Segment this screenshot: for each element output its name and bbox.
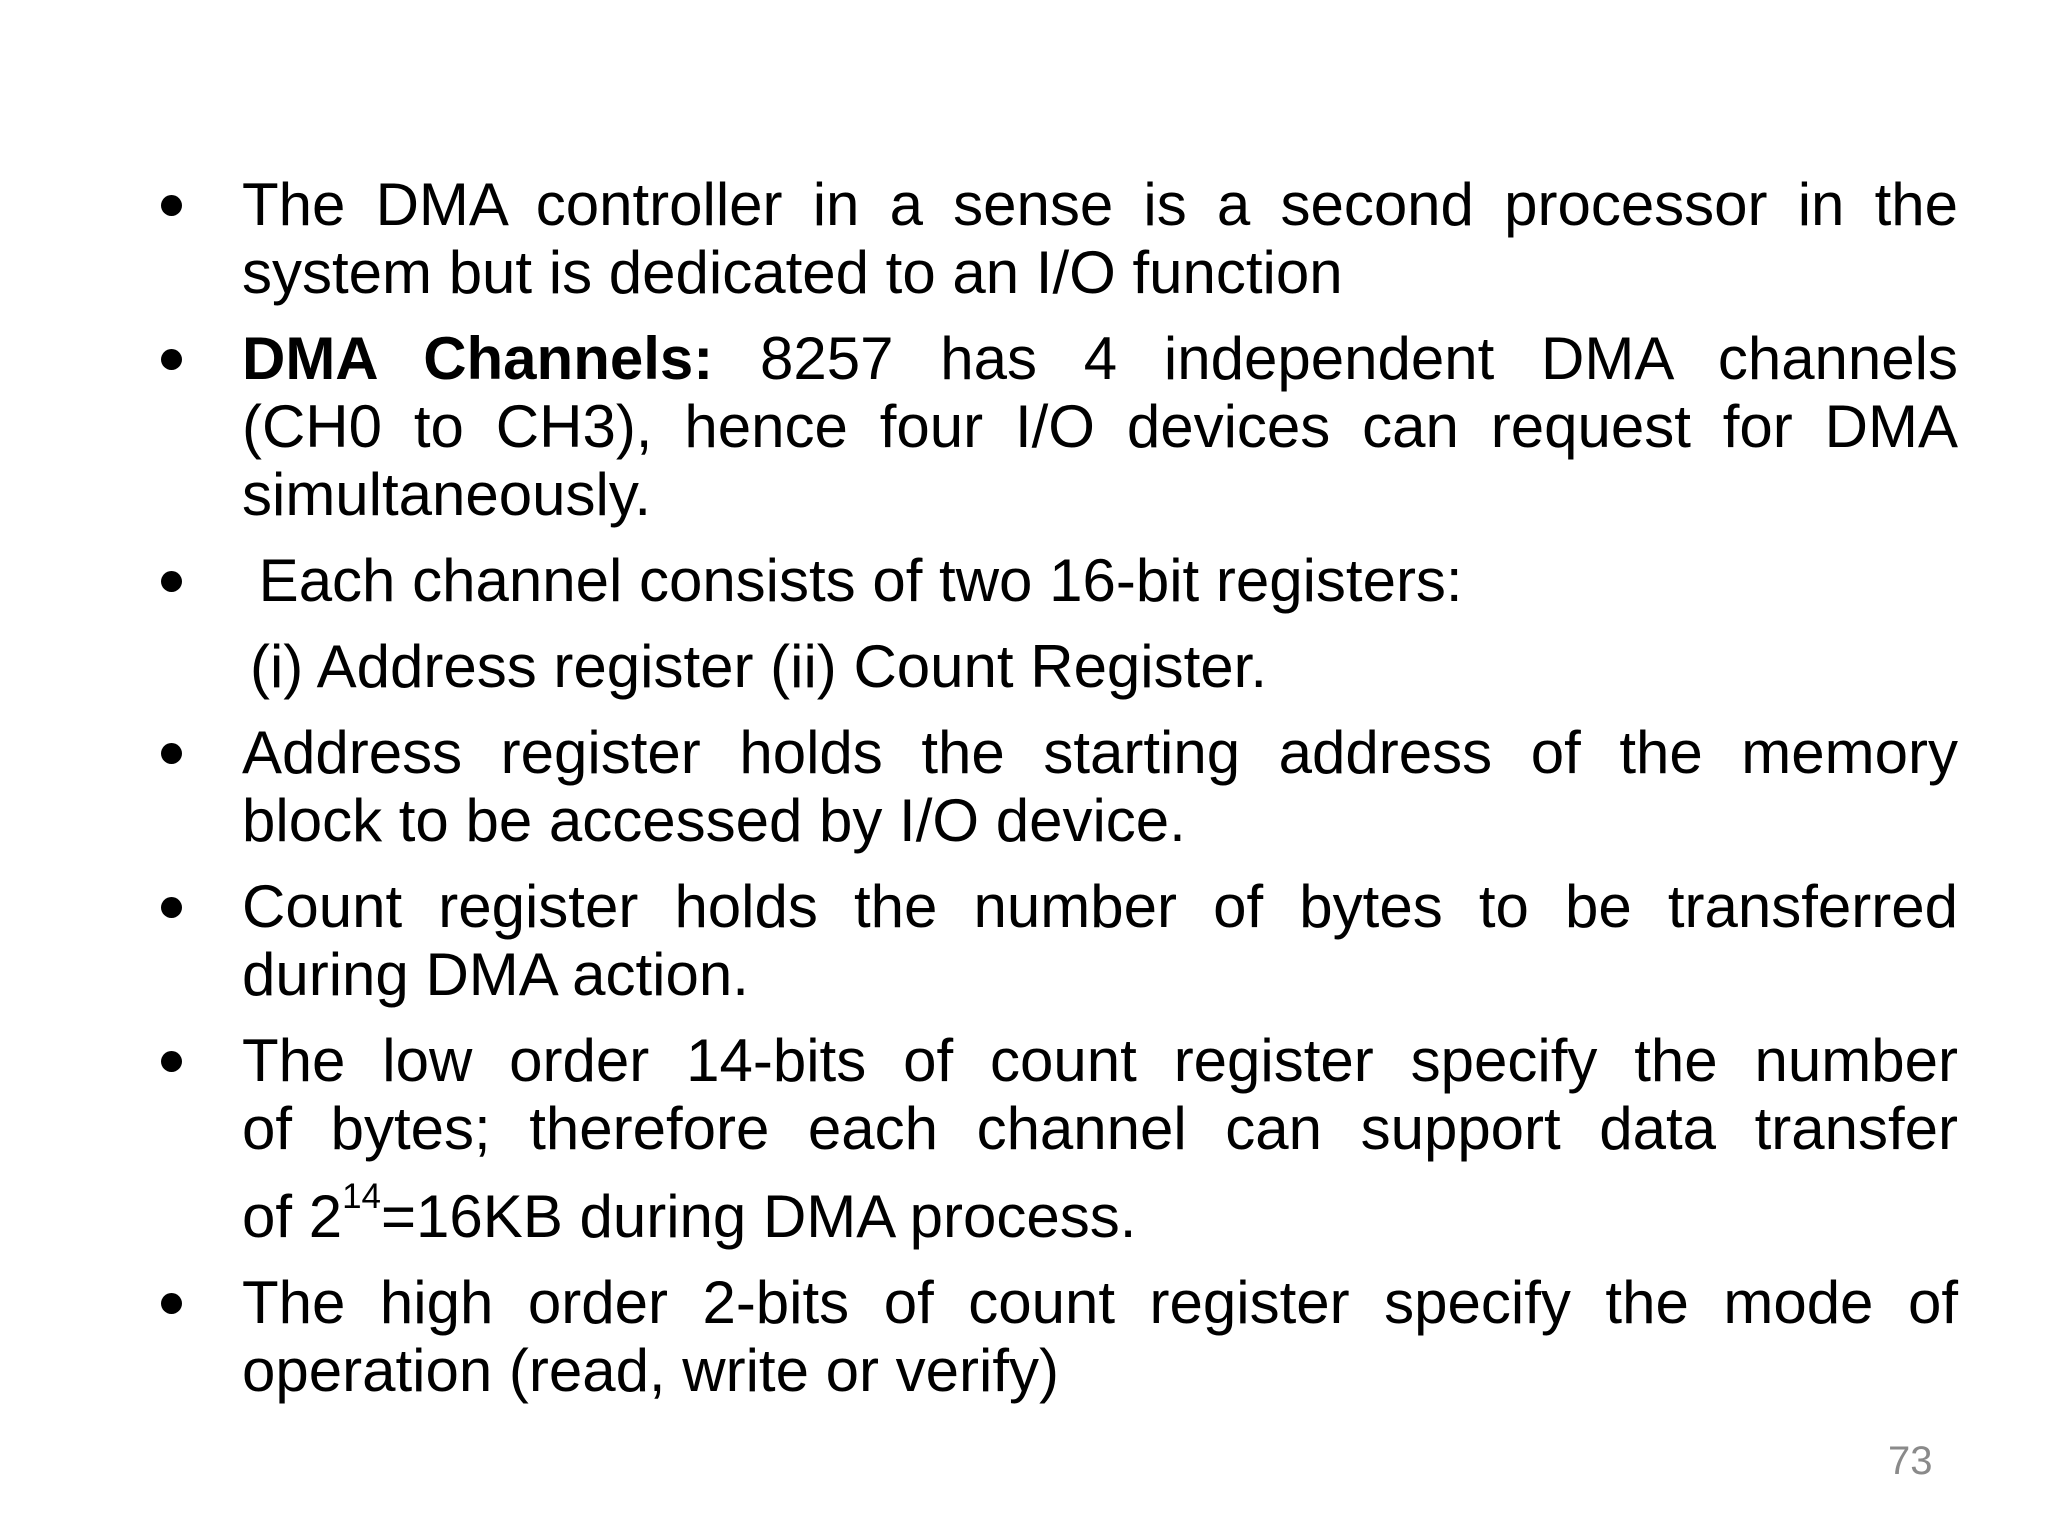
bullet-icon — [161, 1051, 182, 1072]
bullet-item-continuation: (i) Address register (ii) Count Register… — [242, 633, 1958, 701]
bullet-text-line: The low order 14-bits of count register … — [242, 1027, 1958, 1094]
bullet-text-segment: 8257 has 4 independent DMA channels — [713, 325, 1958, 392]
bullet-text-line: during DMA action. — [242, 941, 749, 1008]
bullet-text-line: system but is dedicated to an I/O functi… — [242, 239, 1343, 306]
bullet-icon — [161, 743, 182, 764]
bullet-item: Each channel consists of two 16-bit regi… — [161, 547, 1958, 615]
bullet-item: The high order 2-bits of count register … — [161, 1269, 1958, 1405]
bullet-icon — [161, 897, 182, 918]
bullet-item: Address register holds the starting addr… — [161, 719, 1958, 855]
superscript-exponent: 14 — [342, 1177, 382, 1216]
bullet-item: DMA Channels: 8257 has 4 independent DMA… — [161, 325, 1958, 529]
bullet-text-line: The DMA controller in a sense is a secon… — [242, 171, 1958, 238]
bullet-icon — [161, 1293, 182, 1314]
bullet-item: The low order 14-bits of count register … — [161, 1027, 1958, 1251]
bullet-text-segment: of 2 — [242, 1183, 343, 1250]
bullet-list: The DMA controller in a sense is a secon… — [161, 171, 1958, 1423]
bullet-text-line: (i) Address register (ii) Count Register… — [250, 633, 1268, 700]
bullet-item: The DMA controller in a sense is a secon… — [161, 171, 1958, 307]
bullet-text-line: simultaneously. — [242, 461, 652, 528]
bullet-icon — [161, 195, 182, 216]
bullet-text-line: Each channel consists of two 16-bit regi… — [242, 547, 1463, 614]
bold-lead-text: DMA Channels: — [242, 325, 714, 392]
page-number: 73 — [1888, 1439, 1933, 1483]
bullet-text-line: DMA Channels: 8257 has 4 independent DMA… — [242, 325, 1958, 393]
bullet-text-line: operation (read, write or verify) — [242, 1337, 1059, 1404]
bullet-text-line: The high order 2-bits of count register … — [242, 1269, 1958, 1336]
bullet-text-line: block to be accessed by I/O device. — [242, 787, 1186, 854]
bullet-text-line: Count register holds the number of bytes… — [242, 873, 1958, 940]
bullet-item: Count register holds the number of bytes… — [161, 873, 1958, 1009]
bullet-icon — [161, 571, 182, 592]
bullet-text-segment: =16KB during DMA process. — [381, 1183, 1137, 1250]
bullet-text-line: Address register holds the starting addr… — [242, 719, 1958, 786]
bullet-icon — [161, 349, 182, 370]
bullet-text-line: of 214=16KB during DMA process. — [242, 1163, 1958, 1251]
bullet-text-line: (CH0 to CH3), hence four I/O devices can… — [242, 393, 1958, 460]
bullet-text-line: of bytes; therefore each channel can sup… — [242, 1095, 1958, 1162]
